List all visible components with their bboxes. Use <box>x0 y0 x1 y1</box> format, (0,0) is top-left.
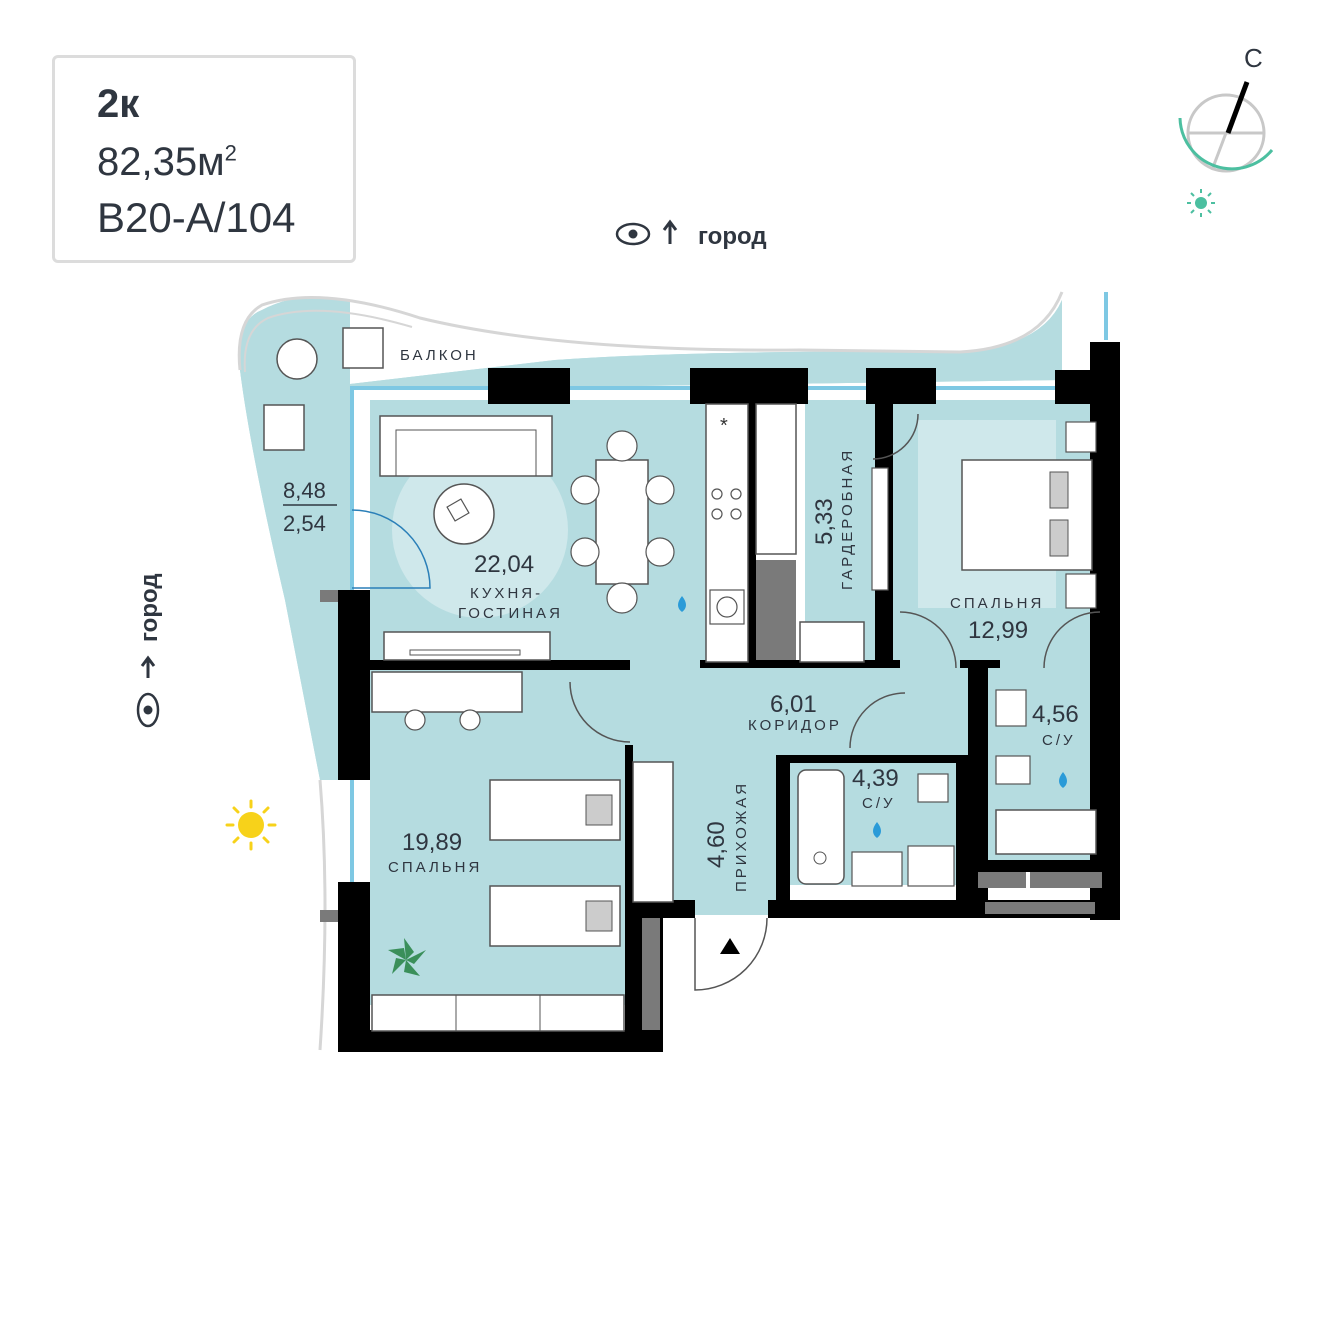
arrow-up-icon <box>140 655 156 678</box>
stove-icon <box>711 488 742 520</box>
sun-icon <box>225 799 277 851</box>
windows <box>350 292 1108 885</box>
room-count: 2к <box>97 82 140 126</box>
bath-mid-name: С/У <box>862 795 896 812</box>
wardrobe-name: ГАРДЕРОБНАЯ <box>839 448 856 590</box>
sink-icon <box>709 589 745 625</box>
nightstand-icon <box>1065 573 1097 609</box>
water-drop-icon <box>873 822 881 838</box>
bath-right-area: 4,56 <box>1032 701 1079 728</box>
desk-icon <box>371 671 523 731</box>
toilet-icon <box>917 773 949 803</box>
water-drop-icon <box>1059 772 1067 788</box>
view-left-indicator: город <box>136 573 163 728</box>
washbasin-icon <box>851 851 903 887</box>
balcony: БАЛКОН 8,48 2,54 <box>237 291 1064 1051</box>
total-area: 82,35м2 <box>97 140 237 184</box>
arrow-up-icon <box>662 219 678 244</box>
sofa-icon <box>379 415 553 477</box>
entrance-arrow-icon <box>720 938 740 954</box>
toilet-icon <box>995 755 1031 785</box>
corridor-name: КОРИДОР <box>748 717 842 734</box>
kitchen-name-2: ГОСТИНАЯ <box>458 605 563 622</box>
corridor-area: 6,01 <box>770 691 817 718</box>
view-top-indicator: город <box>615 219 767 250</box>
apartment-code: В20-А/104 <box>97 194 296 241</box>
compass: С <box>1178 43 1274 217</box>
apartment-info-card: 2к 82,35м2 В20-А/104 <box>52 55 356 263</box>
view-left-label: город <box>136 573 163 642</box>
bedroom-right-name: СПАЛЬНЯ <box>950 595 1044 612</box>
bathtub-icon <box>797 769 845 885</box>
compass-north-label: С <box>1244 43 1263 73</box>
water-drop-icons <box>678 596 1067 838</box>
kitchen-counter: * <box>705 403 749 663</box>
bedroom-right-area: 12,99 <box>968 617 1028 644</box>
balcony-label: БАЛКОН <box>400 347 479 364</box>
dining-table-icon <box>570 430 675 614</box>
hall-wardrobe-icon <box>632 761 674 903</box>
bed-icon <box>489 885 621 947</box>
eye-icon <box>136 692 160 728</box>
view-top-label: город <box>698 223 767 250</box>
chair-icon <box>342 327 384 369</box>
bedroom-left-name: СПАЛЬНЯ <box>388 859 482 876</box>
kitchen-name-1: КУХНЯ- <box>470 585 543 602</box>
bath-mid-area: 4,39 <box>852 765 899 792</box>
hall-name: ПРИХОЖАЯ <box>733 781 750 892</box>
bath-right-name: С/У <box>1042 732 1076 749</box>
closet-icon <box>371 994 625 1032</box>
bed-icon <box>489 779 621 841</box>
coffee-table-icon <box>433 483 495 545</box>
sun-small-icon <box>1187 189 1215 217</box>
balcony-area: 8,48 <box>283 478 326 503</box>
table-icon <box>276 338 318 380</box>
structural-gray <box>320 560 1102 1030</box>
svg-text:*: * <box>720 415 728 437</box>
washer-icon <box>907 845 955 887</box>
bathtub-icon <box>995 809 1097 855</box>
water-drop-icon <box>678 596 686 612</box>
doors <box>351 413 1101 991</box>
eye-icon <box>615 222 651 246</box>
bedroom-left-area: 19,89 <box>402 829 462 856</box>
wardrobe-shelves <box>755 403 889 663</box>
kitchen-area: 22,04 <box>474 551 534 578</box>
balcony-area-secondary: 2,54 <box>283 511 326 536</box>
room-labels: 22,04 КУХНЯ- ГОСТИНАЯ 5,33 ГАРДЕРОБНАЯ С… <box>388 448 1079 892</box>
chair-icon <box>263 404 305 451</box>
nightstand-icon <box>1065 421 1097 453</box>
double-bed-icon <box>961 459 1093 571</box>
wardrobe-area: 5,33 <box>811 498 838 545</box>
plant-icon <box>388 938 426 976</box>
hall-area: 4,60 <box>703 821 730 868</box>
tv-stand-icon <box>383 631 551 661</box>
washbasin-icon <box>995 689 1027 727</box>
